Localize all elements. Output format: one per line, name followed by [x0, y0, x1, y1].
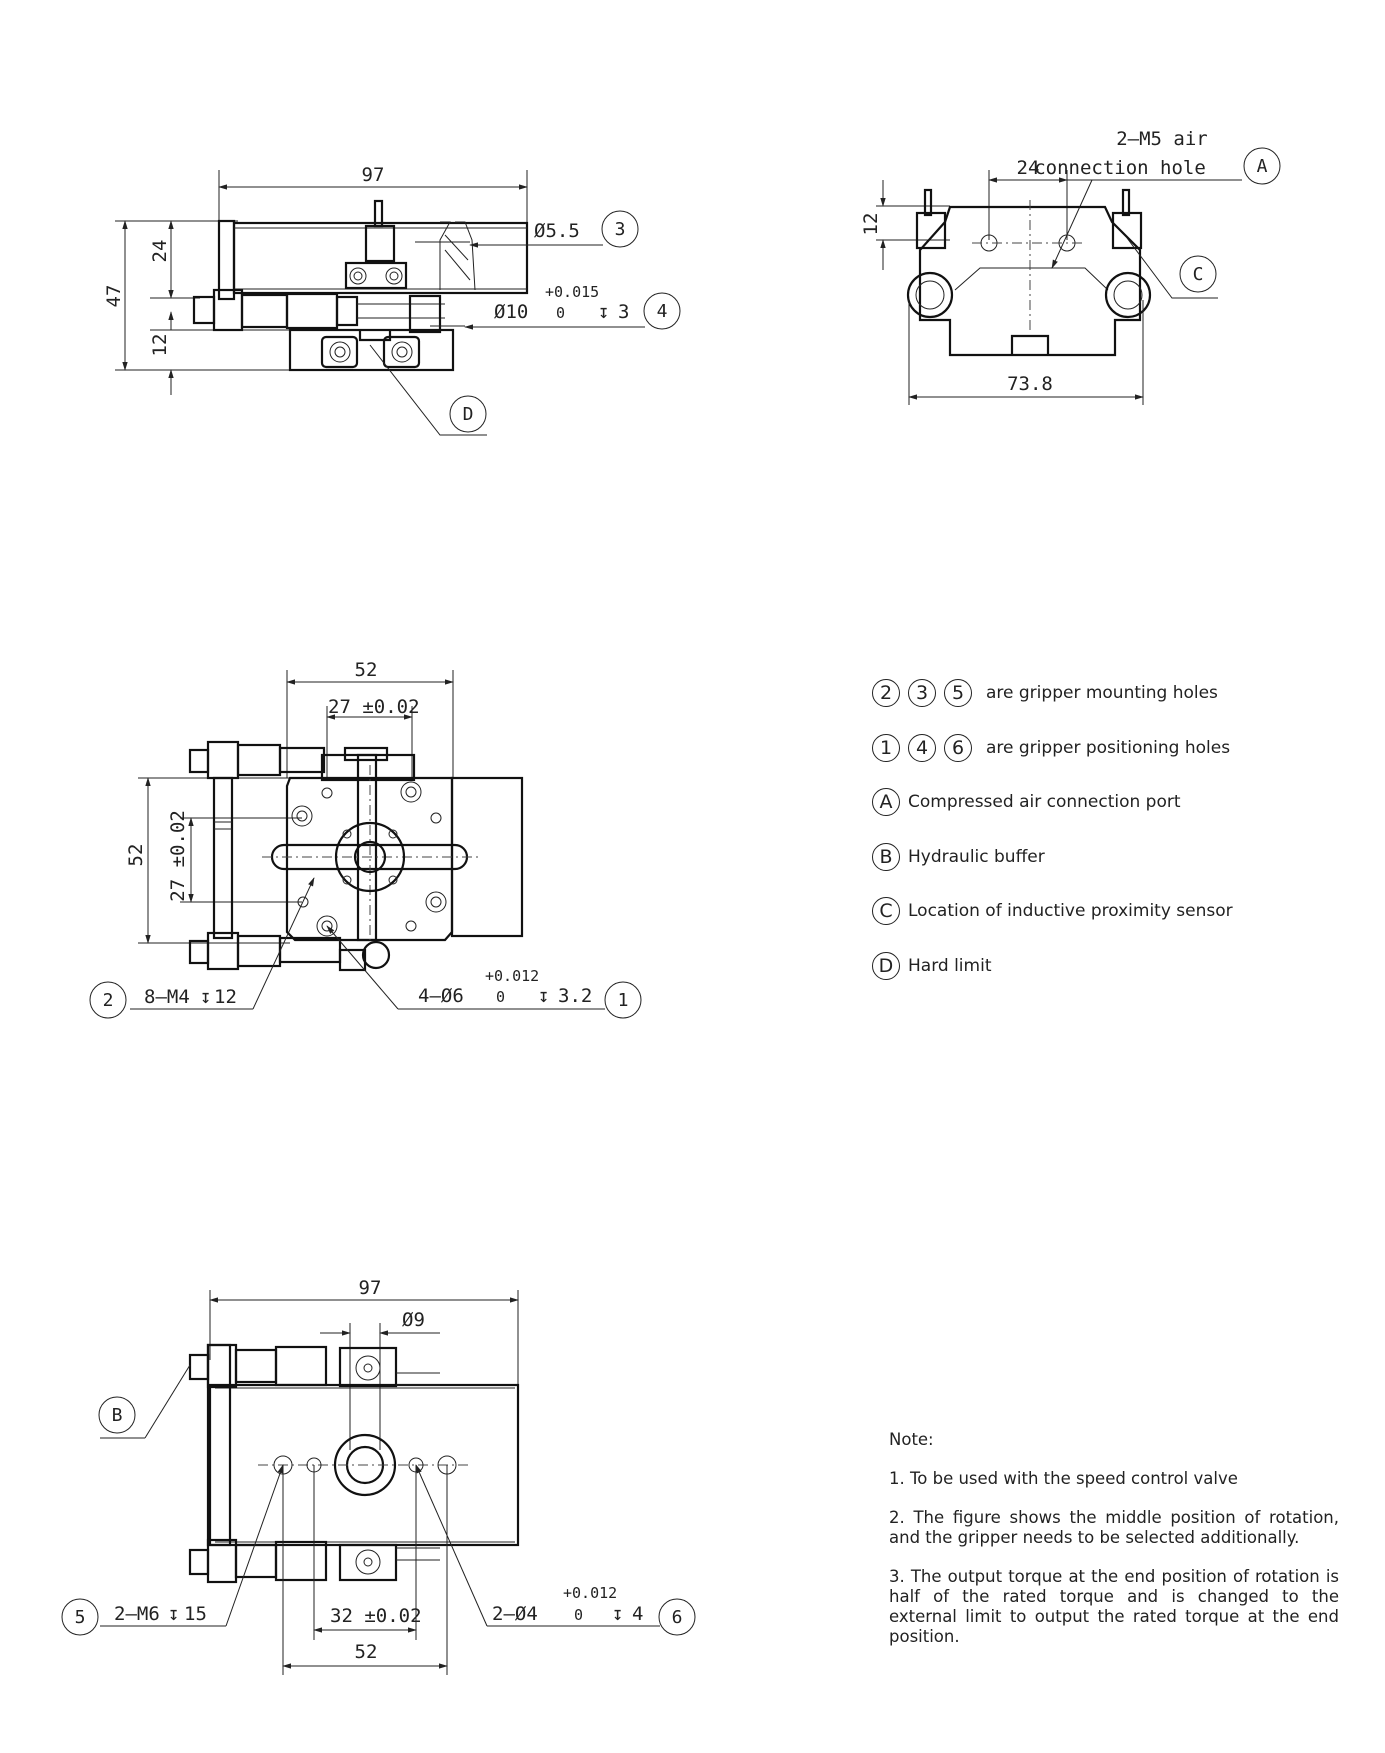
legend-symbol: 2 [872, 679, 900, 707]
legend-text: Compressed air connection port [908, 792, 1181, 812]
depth-symbol: ↧ [200, 986, 211, 1008]
legend-row-hard-limit: D Hard limit [872, 951, 1312, 981]
legend-symbol: B [872, 842, 900, 871]
side-dim-12: 12 [860, 213, 882, 236]
legend-text: are gripper mounting holes [986, 683, 1218, 703]
balloon-D: D [463, 404, 474, 425]
air-hole-line1: 2–M5 air [1116, 128, 1208, 150]
callout-4-text: Ø10 [494, 301, 528, 323]
balloon-6: 6 [672, 1607, 683, 1628]
callout-6-text: 2–Ø4 [492, 1603, 538, 1625]
note-item: 3. The output torque at the end position… [889, 1567, 1339, 1646]
callout-2-text: 8–M4 [144, 986, 190, 1008]
mid-dim-27-left: 27 ±0.02 [167, 810, 189, 902]
legend-text: are gripper positioning holes [986, 737, 1231, 758]
callout-4-tol-upper: +0.015 [545, 283, 599, 301]
bot-dim-52: 52 [355, 1641, 378, 1663]
note-item: 2. The figure shows the middle position … [889, 1508, 1339, 1547]
side-dim-24: 24 [1017, 157, 1040, 179]
view-middle: 52 27 ±0.02 52 27 ±0.02 [89, 659, 642, 1019]
legend-row-positioning: 1 4 6 are gripper positioning holes [872, 733, 1312, 763]
legend-row-air-port: A Compressed air connection port [872, 787, 1312, 817]
balloon-C: C [1193, 264, 1204, 285]
dim-12: 12 [149, 334, 171, 357]
legend-row-mounting: 2 3 5 are gripper mounting holes [872, 678, 1312, 708]
legend-symbol: 6 [944, 733, 972, 762]
callout-6-tol-upper: +0.012 [563, 1584, 617, 1602]
bot-dim-97: 97 [359, 1277, 382, 1299]
legend-symbol: 3 [908, 679, 936, 707]
air-hole-line2: connection hole [1034, 157, 1206, 179]
legend-text: Location of inductive proximity sensor [908, 901, 1233, 921]
bot-dim-phi9: Ø9 [402, 1309, 425, 1331]
callout-1-text: 4–Ø6 [418, 985, 464, 1007]
callout-6-depth: 4 [632, 1603, 643, 1625]
balloon-A: A [1257, 156, 1268, 177]
legend-text: Hard limit [908, 955, 992, 976]
mid-dim-52-top: 52 [355, 659, 378, 681]
view-top-right: 2–M5 air connection hole A 24 12 [860, 128, 1281, 405]
note-item: 1. To be used with the speed control val… [889, 1469, 1238, 1488]
balloon-5: 5 [75, 1607, 86, 1628]
legend-symbol: A [872, 788, 900, 816]
balloon-2: 2 [103, 990, 114, 1011]
legend-symbol: C [872, 897, 900, 925]
side-dim-73-8: 73.8 [1007, 373, 1053, 395]
callout-4-depth: 3 [618, 301, 629, 323]
balloon-B: B [112, 1405, 123, 1426]
callout-5-depth: 15 [184, 1603, 207, 1625]
dim-47: 47 [103, 285, 125, 308]
balloon-1: 1 [618, 990, 629, 1011]
legend-symbol: 5 [944, 679, 972, 707]
callout-1-tol-upper: +0.012 [485, 967, 539, 985]
dim-97: 97 [362, 164, 385, 186]
legend-symbol: 4 [908, 733, 936, 762]
legend: 2 3 5 are gripper mounting holes 1 4 6 a… [872, 678, 1312, 1005]
notes-title: Note: [889, 1430, 934, 1449]
legend-symbol: D [872, 951, 900, 980]
legend-text: Hydraulic buffer [908, 846, 1045, 867]
view-top-left: 97 47 24 12 [103, 164, 681, 436]
callout-2-depth: 12 [214, 986, 237, 1008]
depth-symbol: ↧ [598, 301, 609, 323]
mid-dim-52-left: 52 [125, 844, 147, 867]
callout-6-tol-lower: 0 [574, 1606, 583, 1624]
depth-symbol: ↧ [168, 1603, 179, 1625]
legend-row-sensor: C Location of inductive proximity sensor [872, 896, 1312, 926]
callout-4-tol-lower: 0 [556, 304, 565, 322]
view-bottom: 97 Ø9 [61, 1277, 696, 1675]
callout-1-depth: 3.2 [558, 985, 592, 1007]
bot-dim-32: 32 ±0.02 [330, 1605, 422, 1627]
depth-symbol: ↧ [612, 1603, 623, 1625]
legend-row-buffer: B Hydraulic buffer [872, 842, 1312, 872]
balloon-4: 4 [657, 301, 668, 322]
dim-24: 24 [149, 240, 171, 263]
callout-3-text: Ø5.5 [534, 220, 580, 242]
depth-symbol: ↧ [538, 985, 549, 1007]
legend-symbol: 1 [872, 733, 900, 762]
mid-dim-27-top: 27 ±0.02 [328, 696, 420, 718]
notes: Note: 1. To be used with the speed contr… [889, 1430, 1339, 1666]
callout-1-tol-lower: 0 [496, 988, 505, 1006]
balloon-3: 3 [615, 219, 626, 240]
callout-5-text: 2–M6 [114, 1603, 160, 1625]
